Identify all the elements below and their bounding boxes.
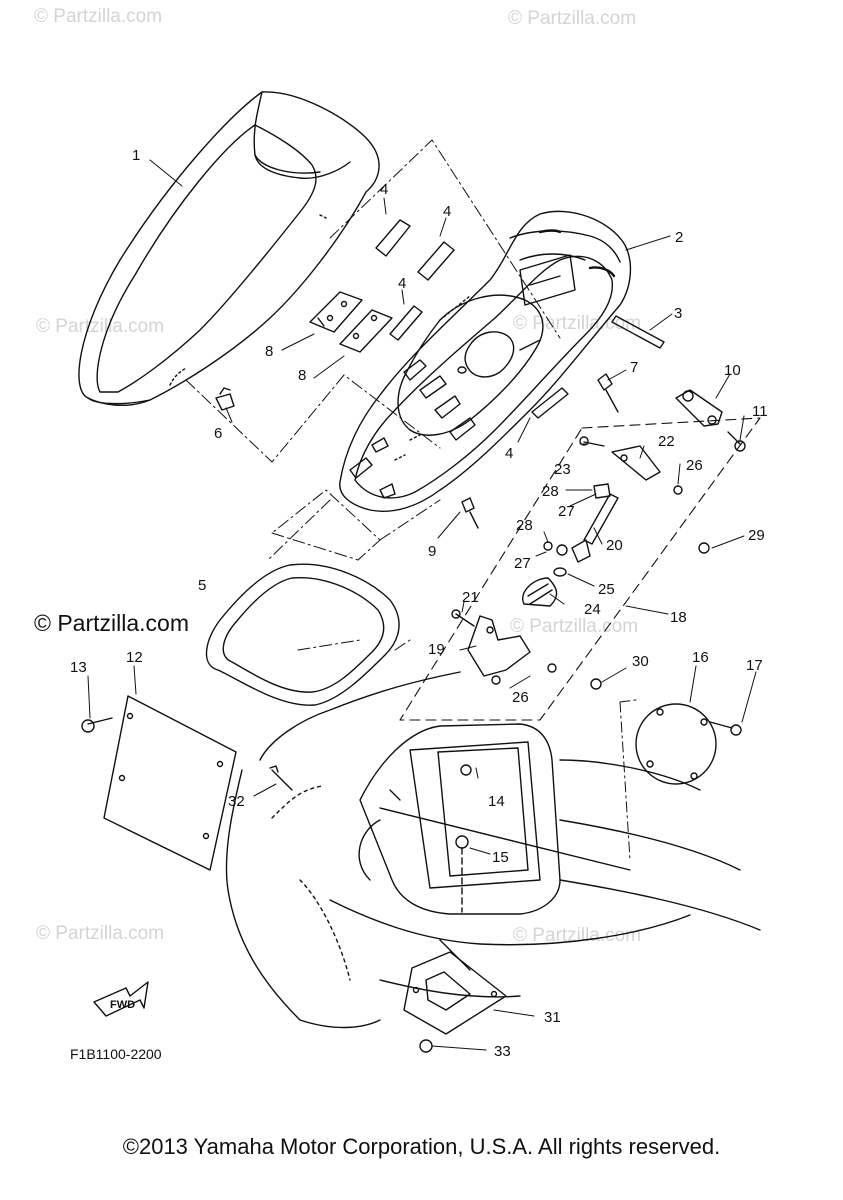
screw-part[interactable] bbox=[709, 721, 742, 736]
forward-direction-arrow: FWD bbox=[93, 981, 149, 1017]
callout-29: 29 bbox=[748, 527, 765, 544]
callout-33: 33 bbox=[494, 1043, 511, 1060]
callout-12: 12 bbox=[126, 649, 143, 666]
watermark: © Partzilla.com bbox=[36, 316, 165, 337]
callout-5: 5 bbox=[198, 577, 206, 594]
pad-parts[interactable] bbox=[375, 219, 569, 419]
watermark: © Partzilla.com bbox=[513, 925, 642, 946]
callout-21: 21 bbox=[462, 589, 479, 606]
hull-body bbox=[225, 671, 761, 1029]
callout-18: 18 bbox=[670, 609, 687, 626]
watermark: © Partzilla.com bbox=[34, 6, 163, 27]
callout-1: 1 bbox=[132, 147, 140, 164]
diagram-code: F1B1100-2200 bbox=[70, 1046, 162, 1062]
damper-assembly-parts[interactable] bbox=[451, 436, 710, 690]
watermark: © Partzilla.com bbox=[36, 923, 165, 944]
copyright-notice: ©2013 Yamaha Motor Corporation, U.S.A. A… bbox=[122, 1134, 721, 1159]
callout-7: 7 bbox=[630, 359, 638, 376]
callout-4: 4 bbox=[505, 445, 513, 462]
callout-9: 9 bbox=[428, 543, 436, 560]
callout-24: 24 bbox=[584, 601, 601, 618]
callout-10: 10 bbox=[724, 362, 741, 379]
callout-31: 31 bbox=[544, 1009, 561, 1026]
nut-part[interactable] bbox=[419, 1039, 433, 1053]
callout-6: 6 bbox=[214, 425, 222, 442]
callout-26: 26 bbox=[686, 457, 703, 474]
partzilla-watermark: © Partzilla.com bbox=[34, 610, 189, 636]
watermark: © Partzilla.com bbox=[510, 616, 639, 637]
bolt-part[interactable] bbox=[727, 431, 746, 452]
callout-20: 20 bbox=[606, 537, 623, 554]
damper-assembly-outline bbox=[399, 417, 761, 721]
callout-30: 30 bbox=[632, 653, 649, 670]
storage-compartment-part[interactable] bbox=[339, 210, 632, 512]
callout-28: 28 bbox=[542, 483, 559, 500]
callout-16: 16 bbox=[692, 649, 709, 666]
callout-numbers: 1 2 3 4 4 4 4 5 6 7 8 8 9 10 11 12 13 14… bbox=[70, 147, 768, 1060]
callout-28: 28 bbox=[516, 517, 533, 534]
bracket-parts[interactable] bbox=[309, 291, 393, 353]
hatch-gasket-part[interactable] bbox=[205, 563, 400, 706]
cover-plate-part[interactable] bbox=[103, 695, 237, 871]
callout-17: 17 bbox=[746, 657, 763, 674]
screw-part[interactable] bbox=[81, 717, 113, 733]
callout-4: 4 bbox=[380, 181, 388, 198]
fwd-label: FWD bbox=[110, 999, 135, 1011]
callout-11: 11 bbox=[752, 403, 768, 420]
callout-27: 27 bbox=[514, 555, 531, 572]
callout-32: 32 bbox=[228, 793, 245, 810]
callout-8: 8 bbox=[298, 367, 306, 384]
callout-leaders bbox=[87, 159, 757, 1051]
callout-22: 22 bbox=[658, 433, 675, 450]
callout-8: 8 bbox=[265, 343, 273, 360]
round-cover-part[interactable] bbox=[619, 699, 717, 861]
callout-2: 2 bbox=[675, 229, 683, 246]
callout-27: 27 bbox=[558, 503, 575, 520]
clip-part[interactable] bbox=[215, 387, 235, 411]
callout-19: 19 bbox=[428, 641, 445, 658]
pin-part[interactable] bbox=[269, 765, 293, 791]
callout-23: 23 bbox=[554, 461, 571, 478]
callout-14: 14 bbox=[488, 793, 505, 810]
watermark: © Partzilla.com bbox=[508, 8, 637, 29]
rod-part[interactable] bbox=[611, 315, 665, 349]
callout-25: 25 bbox=[598, 581, 615, 598]
seat-part[interactable] bbox=[78, 91, 380, 406]
callout-4: 4 bbox=[443, 203, 451, 220]
mounting-bracket-part[interactable] bbox=[403, 951, 507, 1035]
callout-3: 3 bbox=[674, 305, 682, 322]
callout-13: 13 bbox=[70, 659, 87, 676]
callout-26: 26 bbox=[512, 689, 529, 706]
alignment-lines bbox=[185, 139, 561, 651]
callout-15: 15 bbox=[492, 849, 509, 866]
pin-parts[interactable] bbox=[461, 373, 619, 529]
callout-4: 4 bbox=[398, 275, 406, 292]
